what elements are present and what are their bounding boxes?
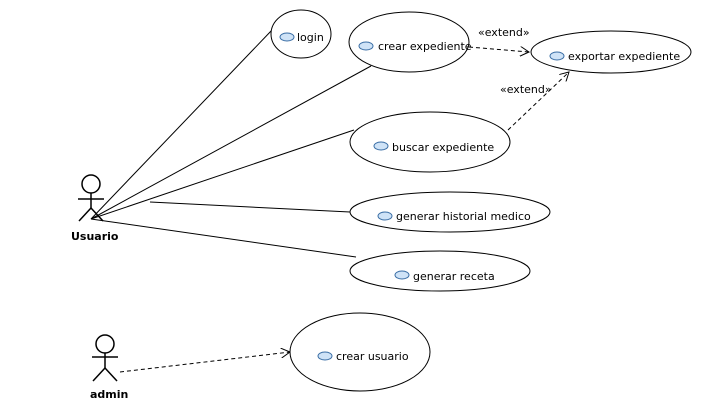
extend-line-buscar bbox=[507, 72, 569, 131]
association-generar-receta bbox=[90, 218, 357, 258]
actor-head-icon bbox=[95, 334, 115, 354]
actor-label-admin: admin bbox=[90, 388, 128, 401]
use-case-crear-usuario[interactable]: crear usuario bbox=[289, 312, 431, 392]
actor-admin[interactable] bbox=[92, 334, 118, 382]
use-case-exportar-expediente[interactable]: exportar expediente bbox=[530, 30, 692, 74]
actor-head-icon bbox=[81, 174, 101, 194]
use-case-icon bbox=[549, 51, 565, 61]
association-login bbox=[90, 29, 273, 220]
use-case-label: buscar expediente bbox=[392, 141, 494, 154]
extend-label-buscar: «extend» bbox=[500, 83, 552, 96]
use-case-label: exportar expediente bbox=[568, 50, 680, 63]
use-case-label: generar historial medico bbox=[396, 210, 531, 223]
use-case-generar-historial[interactable]: generar historial medico bbox=[349, 191, 551, 233]
use-case-generar-receta[interactable]: generar receta bbox=[349, 250, 531, 292]
use-case-label: crear usuario bbox=[336, 350, 409, 363]
association-buscar-expediente bbox=[90, 129, 355, 220]
actor-usuario[interactable] bbox=[78, 174, 104, 222]
dependencies bbox=[119, 47, 569, 373]
extend-line-crear bbox=[468, 47, 529, 52]
association-generar-historial bbox=[149, 201, 351, 213]
use-case-crear-expediente[interactable]: crear expediente bbox=[348, 11, 472, 73]
use-case-label: crear expediente bbox=[378, 40, 472, 53]
admin-dependency-line bbox=[119, 352, 290, 373]
extend-label-crear: «extend» bbox=[478, 26, 530, 39]
use-case-buscar-expediente[interactable]: buscar expediente bbox=[349, 111, 511, 173]
use-case-icon bbox=[373, 141, 389, 151]
use-case-icon bbox=[358, 41, 374, 51]
use-case-icon bbox=[394, 270, 410, 280]
use-case-login[interactable]: login bbox=[270, 9, 332, 59]
use-case-icon bbox=[317, 351, 333, 361]
use-case-label: generar receta bbox=[413, 270, 495, 283]
actor-label-usuario: Usuario bbox=[71, 230, 119, 243]
associations bbox=[90, 29, 372, 258]
use-case-label: login bbox=[297, 31, 324, 44]
use-case-icon bbox=[279, 32, 295, 42]
use-case-icon bbox=[377, 211, 393, 221]
association-crear-expediente bbox=[90, 65, 372, 220]
